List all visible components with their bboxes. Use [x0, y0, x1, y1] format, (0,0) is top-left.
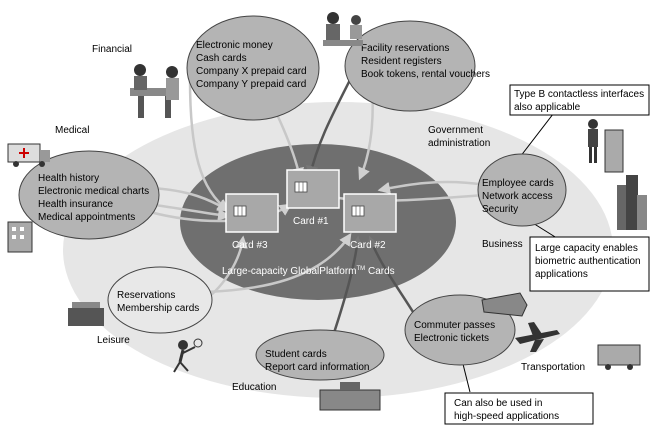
stadium-icon [68, 302, 104, 326]
note-type-b: Type B contactless interfaces also appli… [509, 84, 650, 116]
arrow-medical-card3-b [154, 203, 231, 222]
office-workers-icon [323, 12, 363, 46]
arrow-business-card2 [377, 180, 486, 195]
platform-caption: Large-capacity GlobalPlatformTM Cards [222, 266, 395, 277]
financial-item: Company X prepaid card [196, 66, 307, 77]
category-transportation: Transportation [521, 362, 585, 373]
transportation-item: Electronic tickets [414, 333, 489, 344]
business-item: Network access [482, 191, 553, 202]
medical-item: Medical appointments [38, 212, 135, 223]
financial-item: Cash cards [196, 53, 247, 64]
bank-teller-icon [130, 64, 179, 118]
bubble-leisure [107, 266, 213, 334]
arrow-medical-card3-a [149, 186, 231, 212]
medical-item: Electronic medical charts [38, 186, 149, 197]
airplane-icon [515, 322, 560, 352]
bubble-business [477, 153, 567, 227]
svg-text:Large capacity enables: Large capacity enables [535, 243, 638, 254]
card-1 [286, 169, 340, 209]
medical-item: Health insurance [38, 199, 113, 210]
government-item: Book tokens, rental vouchers [361, 69, 490, 80]
bubble-medical [18, 150, 160, 240]
chip-icon [233, 205, 247, 217]
svg-text:applications: applications [535, 269, 588, 280]
bubble-government [344, 20, 476, 112]
kiosk-user-icon [588, 119, 624, 173]
card-3 [225, 193, 279, 233]
card-2-label: Card #2 [350, 240, 386, 251]
leisure-item: Reservations [117, 290, 175, 301]
svg-text:Type B contactless interfaces: Type B contactless interfaces [514, 89, 644, 100]
education-item: Report card information [265, 362, 370, 373]
card-1-label: Card #1 [293, 216, 329, 227]
education-item: Student cards [265, 349, 327, 360]
hospital-icon [7, 221, 33, 253]
note-high-speed: Can also be used in high-speed applicati… [444, 392, 594, 425]
category-leisure: Leisure [97, 335, 130, 346]
medical-item: Health history [38, 173, 99, 184]
svg-text:high-speed applications: high-speed applications [454, 411, 559, 422]
category-business: Business [482, 239, 523, 250]
school-building-icon [319, 382, 381, 411]
category-education: Education [232, 382, 276, 393]
category-government: administration [428, 138, 490, 149]
category-government: Government [428, 125, 483, 136]
bubble-education [255, 329, 385, 381]
ambulance-icon [7, 143, 50, 167]
svg-text:biometric authentication: biometric authentication [535, 256, 641, 267]
bubble-financial [186, 15, 320, 121]
transportation-item: Commuter passes [414, 320, 495, 331]
bus-icon [597, 344, 641, 370]
chip-icon [351, 205, 365, 217]
train-icon [481, 292, 528, 317]
note-biometric: Large capacity enables biometric authent… [529, 236, 650, 292]
chip-icon [294, 181, 308, 193]
card-2 [343, 193, 397, 233]
financial-item: Company Y prepaid card [196, 79, 306, 90]
category-financial: Financial [92, 44, 132, 55]
tennis-player-icon [173, 338, 203, 373]
card-3-label: Card #3 [232, 240, 268, 251]
arrow-leisure-card2 [204, 232, 352, 294]
government-item: Resident registers [361, 56, 442, 67]
business-item: Security [482, 204, 518, 215]
business-item: Employee cards [482, 178, 554, 189]
financial-item: Electronic money [196, 40, 273, 51]
leisure-item: Membership cards [117, 303, 199, 314]
arrow-transport-card2 [367, 235, 420, 321]
svg-text:also applicable: also applicable [514, 102, 581, 113]
svg-text:Can also be used in: Can also be used in [454, 398, 542, 409]
category-medical: Medical [55, 125, 89, 136]
office-building-icon [617, 175, 647, 230]
government-item: Facility reservations [361, 43, 449, 54]
